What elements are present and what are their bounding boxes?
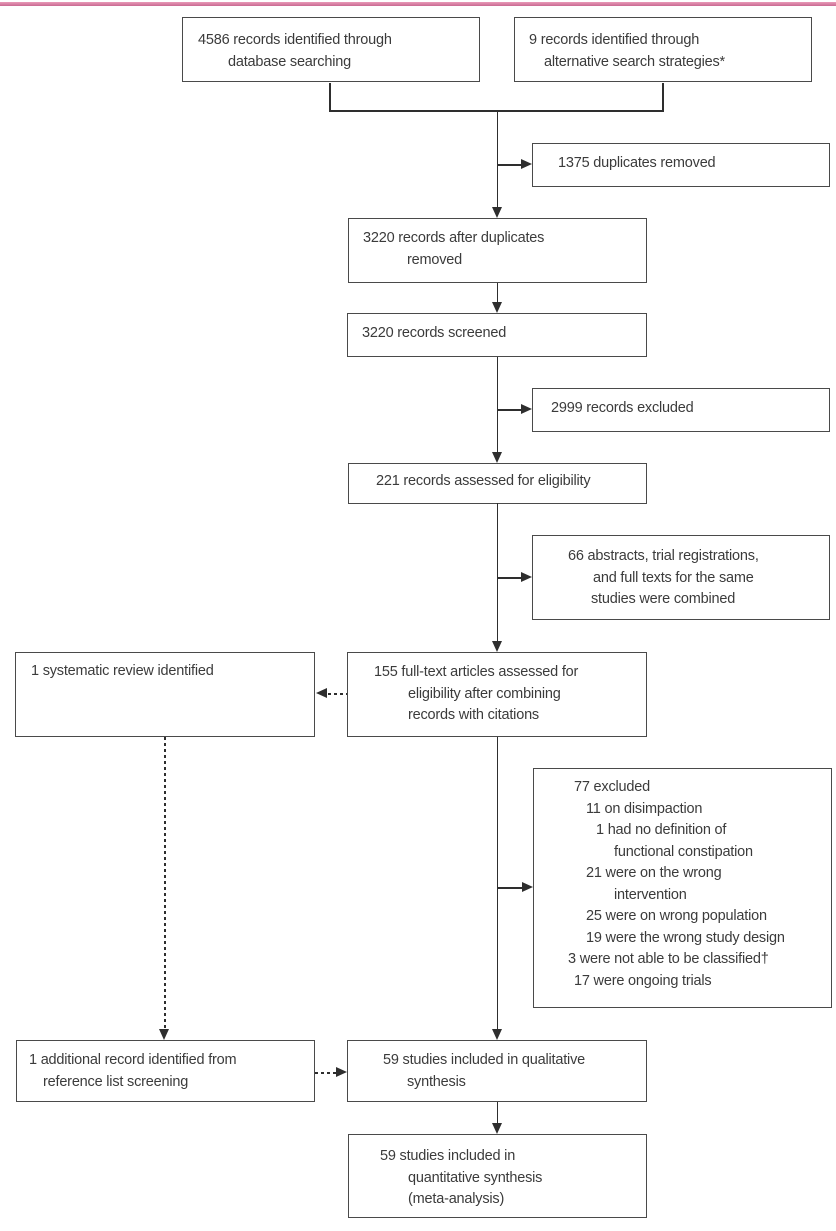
connector-line (496, 503, 498, 642)
box-text-line: records with citations (408, 707, 539, 723)
box-excluded-reasons: 77 excluded 11 on disimpaction 1 had no … (533, 768, 832, 1008)
arrowhead-down-icon (158, 1029, 169, 1040)
box-records-screened: 3220 records screened (347, 313, 647, 357)
box-text-line: reference list screening (43, 1073, 189, 1090)
box-records-after-duplicates: 3220 records after duplicates removed (348, 218, 647, 283)
box-text-line: alternative search strategies* (544, 53, 725, 70)
arrowhead-left-icon (316, 687, 327, 698)
box-text-line: 77 excluded (574, 779, 650, 795)
arrowhead-down-icon (491, 1123, 502, 1134)
box-text-line: removed (407, 251, 463, 268)
dashed-connector-line (328, 693, 347, 695)
box-text-line: 66 abstracts, trial registrations, (568, 548, 759, 564)
arrowhead-right-icon (522, 881, 533, 892)
box-text-line: 25 were on wrong population (586, 908, 767, 924)
box-text-line: 1 additional record identified from (29, 1052, 237, 1068)
box-records-excluded: 2999 records excluded (532, 388, 830, 432)
box-text-line: eligibility after combining (408, 685, 561, 702)
box-text-line: 9 records identified through (529, 32, 700, 48)
arrowhead-down-icon (491, 302, 502, 313)
arrowhead-down-icon (491, 1029, 502, 1040)
box-database-records: 4586 records identified through database… (182, 17, 480, 82)
connector-line (497, 577, 522, 579)
arrowhead-down-icon (491, 207, 502, 218)
box-text-line: 59 studies included in qualitative (383, 1052, 585, 1068)
connector-line (496, 357, 498, 453)
box-text-line: functional constipation (614, 843, 753, 860)
box-text-line: 1375 duplicates removed (558, 155, 716, 171)
box-text-line: 3220 records screened (362, 325, 507, 341)
arrowhead-right-icon (521, 571, 532, 582)
box-text-line: 4586 records identified through (198, 32, 392, 48)
arrowhead-down-icon (491, 452, 502, 463)
box-text-line: intervention (614, 886, 687, 903)
box-text-line: 3 were not able to be classified† (568, 951, 769, 967)
connector-line (329, 110, 664, 112)
box-text-line: 17 were ongoing trials (574, 972, 712, 989)
connector-line (497, 887, 523, 889)
connector-line (662, 83, 664, 111)
box-text-line: 19 were the wrong study design (586, 929, 785, 946)
box-text-line: 1 systematic review identified (31, 663, 214, 679)
connector-line (496, 737, 498, 1030)
box-text-line: 59 studies included in (380, 1148, 516, 1164)
arrowhead-down-icon (491, 641, 502, 652)
connector-line (496, 283, 498, 303)
connector-line (497, 409, 522, 411)
box-systematic-review: 1 systematic review identified (15, 652, 315, 737)
connector-line (496, 110, 498, 208)
arrowhead-right-icon (521, 158, 532, 169)
dashed-connector-line (164, 737, 166, 1029)
box-text-line: 221 records assessed for eligibility (376, 473, 591, 489)
box-text-line: and full texts for the same (593, 569, 754, 586)
box-alternative-records: 9 records identified through alternative… (514, 17, 812, 82)
box-text-line: 155 full-text articles assessed for (374, 664, 579, 680)
box-qualitative-synthesis: 59 studies included in qualitative synth… (347, 1040, 647, 1102)
box-duplicates-removed: 1375 duplicates removed (532, 143, 830, 187)
box-fulltext-assessed: 155 full-text articles assessed for elig… (347, 652, 647, 737)
box-text-line: (meta-analysis) (408, 1191, 505, 1207)
dashed-connector-line (315, 1072, 336, 1074)
box-additional-record: 1 additional record identified from refe… (16, 1040, 315, 1102)
box-text-line: database searching (228, 53, 351, 70)
box-text-line: 11 on disimpaction (586, 800, 703, 817)
arrowhead-right-icon (336, 1066, 347, 1077)
box-text-line: synthesis (407, 1073, 466, 1090)
arrowhead-right-icon (521, 403, 532, 414)
box-records-combined: 66 abstracts, trial registrations, and f… (532, 535, 830, 620)
connector-line (329, 83, 331, 111)
box-text-line: 1 had no definition of (596, 822, 727, 838)
connector-line (497, 164, 522, 166)
journal-accent-rule (0, 2, 836, 6)
box-text-line: 2999 records excluded (551, 400, 694, 416)
box-text-line: 21 were on the wrong (586, 865, 722, 881)
connector-line (496, 1102, 498, 1124)
box-assessed-eligibility: 221 records assessed for eligibility (348, 463, 647, 504)
box-quantitative-synthesis: 59 studies included in quantitative synt… (348, 1134, 647, 1218)
box-text-line: studies were combined (591, 591, 736, 607)
box-text-line: quantitative synthesis (408, 1169, 543, 1186)
box-text-line: 3220 records after duplicates (363, 230, 545, 246)
